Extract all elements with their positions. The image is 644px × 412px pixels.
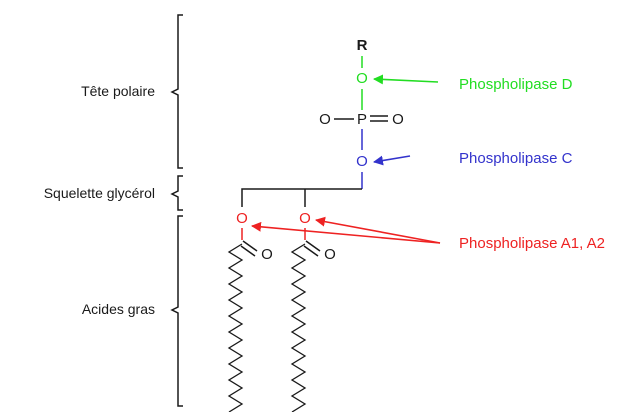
fatty-acid-chain-2	[290, 243, 307, 412]
glycerol-backbone-label: Squelette glycérol	[44, 185, 155, 201]
ester-oxygen-2: O	[299, 210, 311, 227]
pld-label: Phospholipase D	[459, 76, 573, 93]
carbonyl-oxygen-2: O	[324, 246, 336, 263]
polar-head-bracket	[170, 14, 183, 169]
phosphate-oxygen-right: O	[392, 111, 404, 128]
carbonyl-2-bond-a	[305, 240, 321, 252]
carbonyl-1-bond-a	[242, 240, 258, 252]
fatty-acids-label: Acides gras	[82, 301, 155, 317]
fatty-acid-chain-1	[227, 243, 244, 412]
head-oxygen-atom: O	[356, 70, 368, 87]
plc-arrow	[373, 155, 411, 166]
glycerol-oxygen-atom: O	[356, 153, 368, 170]
pld-arrow	[373, 74, 439, 85]
carbonyl-oxygen-1: O	[261, 246, 273, 263]
polar-head-label: Tête polaire	[81, 83, 155, 99]
ester-oxygen-1: O	[236, 210, 248, 227]
plc-label: Phospholipase C	[459, 150, 573, 167]
phosphate-oxygen-left: O	[319, 111, 331, 128]
pla2-arrow	[315, 216, 441, 244]
carbonyl-1-bond-b	[240, 245, 256, 257]
phosphorus-atom: P	[357, 111, 367, 128]
glycerol-bracket	[170, 175, 183, 211]
pla-label: Phospholipase A1, A2	[459, 235, 605, 252]
carbonyl-2-bond-b	[303, 245, 319, 257]
pla1-arrow	[251, 221, 441, 244]
r-group-atom: R	[357, 37, 368, 54]
fatty-acid-bracket	[170, 215, 183, 407]
glycerol-backbone-line	[241, 188, 362, 207]
